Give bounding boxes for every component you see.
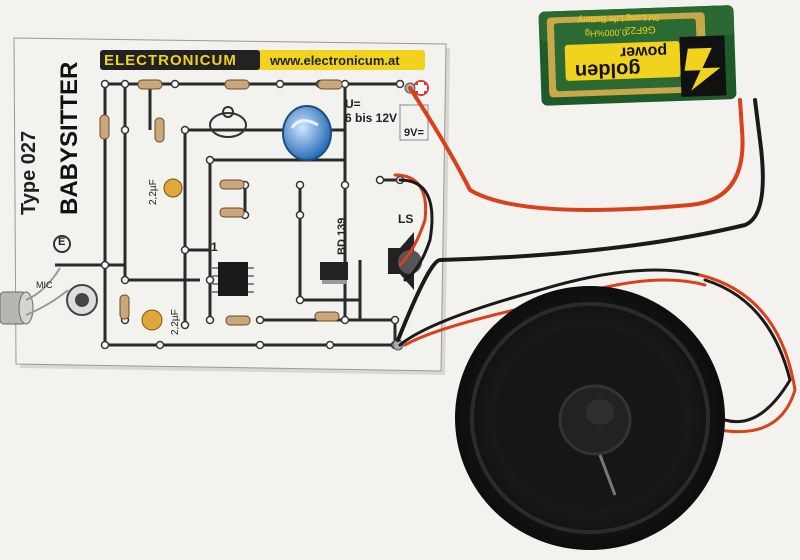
- capacitor-label-2: 2,2µF: [170, 309, 181, 335]
- mic-label: MIC: [36, 280, 53, 290]
- brand-text: ELECTRONICUM: [104, 52, 237, 69]
- type-label: Type 027: [18, 130, 40, 215]
- battery-9v: [538, 5, 737, 106]
- brand-url: www.electronicum.at: [270, 53, 400, 68]
- voltage-line-1: U=: [345, 97, 361, 111]
- resistors: [99, 79, 343, 326]
- battery-label: 9V=: [404, 127, 424, 139]
- ic-chip: [212, 262, 254, 296]
- battery-brand-line-2: power: [619, 42, 668, 61]
- ic-pin-label: 1: [211, 240, 218, 254]
- microphone: [0, 267, 69, 325]
- battery-polarity-box: [399, 80, 429, 141]
- pcb-board: [13, 37, 450, 375]
- battery-brand-line-1: golden: [574, 57, 641, 83]
- ground-symbol: [53, 235, 71, 253]
- product-label: BABYSITTER: [56, 61, 83, 215]
- battery-model: G6F22: [624, 23, 656, 36]
- mic-symbol: [66, 284, 98, 316]
- speaker-label: LS: [398, 212, 414, 226]
- electrolytic-capacitor: [282, 105, 332, 161]
- small-capacitor-2: [141, 309, 163, 331]
- loudspeaker: [455, 286, 725, 550]
- voltage-line-2: 6 bis 12V: [345, 111, 398, 125]
- capacitor-label-1: 2,2µF: [148, 179, 159, 205]
- baby-icon: [209, 106, 247, 138]
- transistor-label: BD 139: [336, 217, 348, 255]
- transistor: [320, 262, 348, 284]
- ground-label: E: [58, 236, 66, 248]
- battery-mercury: 0,000%Hg: [584, 27, 628, 39]
- small-capacitor-1: [163, 178, 183, 198]
